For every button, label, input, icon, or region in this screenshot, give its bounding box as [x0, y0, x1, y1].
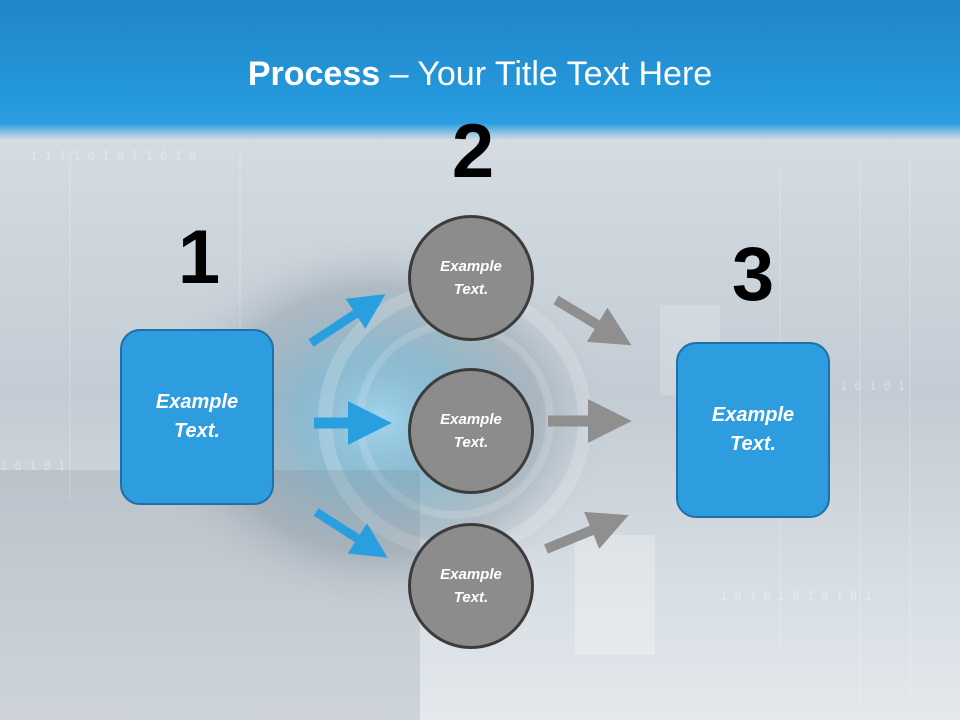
step-box-1: Example Text. — [120, 329, 274, 505]
step-number-2: 2 — [451, 109, 495, 194]
arrow-bottom-to-3 — [544, 511, 629, 554]
svg-text:1 0 1 0 1: 1 0 1 0 1 — [840, 379, 905, 393]
step-box-3: Example Text. — [676, 342, 830, 518]
circle-middle-text: Example Text. — [440, 411, 502, 451]
circle-top: Example Text. — [408, 215, 534, 341]
step-box-1-text: Example Text. — [155, 391, 239, 442]
step-number-3: 3 — [731, 232, 775, 317]
step-number-1: 1 — [177, 215, 221, 300]
page-title: Process – Your Title Text Here — [0, 52, 960, 96]
arrow-top-to-3 — [553, 295, 632, 346]
header-bar — [0, 0, 960, 140]
svg-text:1 0 1 0 1: 1 0 1 0 1 — [0, 459, 65, 473]
circle-middle: Example Text. — [408, 368, 534, 494]
svg-text:1 1 1 1 0 1 0 1 1 0 1 0: 1 1 1 1 0 1 0 1 1 0 1 0 — [30, 149, 196, 163]
title-bold: Process — [247, 55, 381, 93]
circle-bottom-text: Example Text. — [440, 566, 502, 606]
title-rest: – Your Title Text Here — [380, 55, 713, 93]
svg-text:1 0 1 0 1 0 1 0 1 0 1: 1 0 1 0 1 0 1 0 1 0 1 — [720, 589, 872, 603]
arrow-1-to-bottom — [313, 508, 388, 558]
circle-bottom: Example Text. — [408, 523, 534, 649]
circle-top-text: Example Text. — [440, 258, 502, 298]
step-box-3-text: Example Text. — [711, 404, 795, 455]
arrow-1-to-top — [308, 294, 386, 347]
